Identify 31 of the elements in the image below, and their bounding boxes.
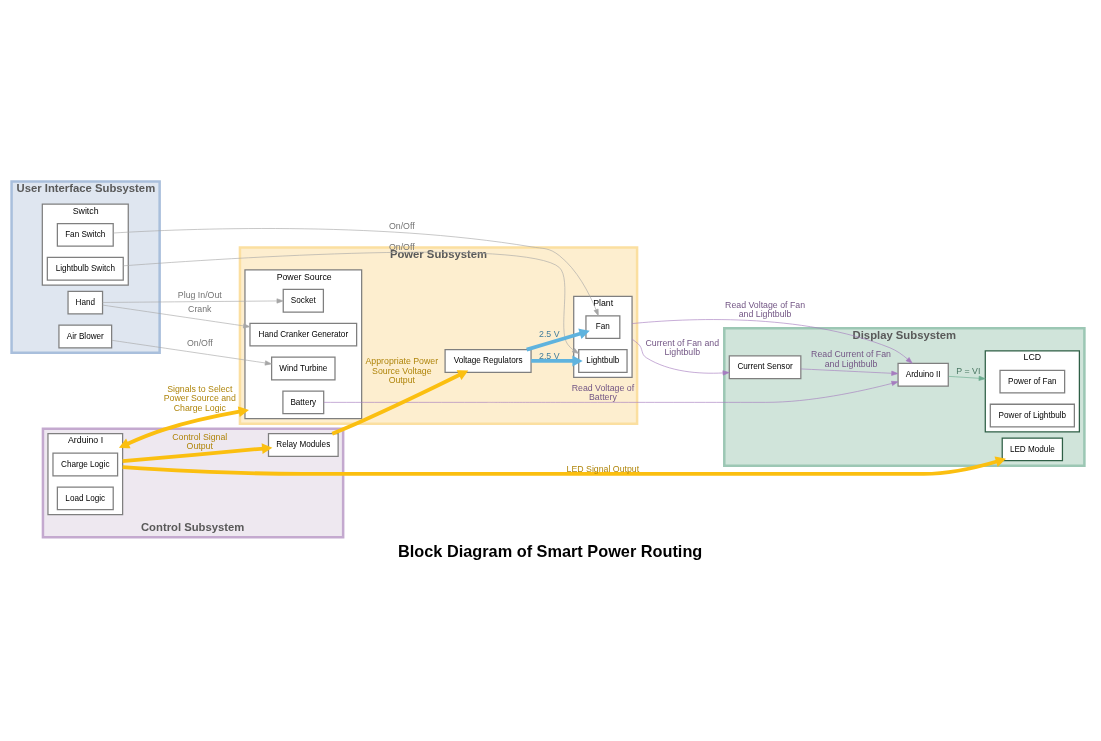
edge-label: Signals to Select Power Source and Charge Logic [163,383,236,413]
arrow [123,251,579,354]
edge-label: Crank [188,303,212,314]
arrow [800,368,899,376]
arrow [102,304,251,328]
arrow [631,318,913,364]
arrow [122,456,1006,476]
arrow [526,328,590,351]
edge-label: 2.5 V [539,328,560,339]
edge-label: Control Signal Output [172,431,228,451]
edge-label: Plug In/Out [177,289,222,300]
edge-label: 2.5 V [539,350,560,361]
arrow [122,442,273,463]
edge-label: LED Signal Output [566,463,640,474]
edge-label: On/Off [388,220,415,231]
arrow [102,297,284,303]
edge-label: On/Off [186,337,213,348]
arrow [947,375,986,381]
arrow [118,405,249,448]
edge-label: Appropriate Power Source Voltage Output [365,355,439,385]
edge-label: Read Current of Fan and Lightbulb [811,348,891,369]
edge-label: Current of Fan and Lightbulb [645,337,720,357]
arrow [323,380,899,403]
arrow [631,338,730,375]
edge-label: Read Voltage of Fan and Lightbulb [725,299,806,319]
arrow [531,355,583,366]
diagram-title: Block Diagram of Smart Power Routing [398,541,703,560]
edge-label: P = VI [956,365,981,376]
arrow [331,369,469,435]
arrow [111,339,272,365]
edge-label: Read Voltage of Battery [571,382,635,402]
